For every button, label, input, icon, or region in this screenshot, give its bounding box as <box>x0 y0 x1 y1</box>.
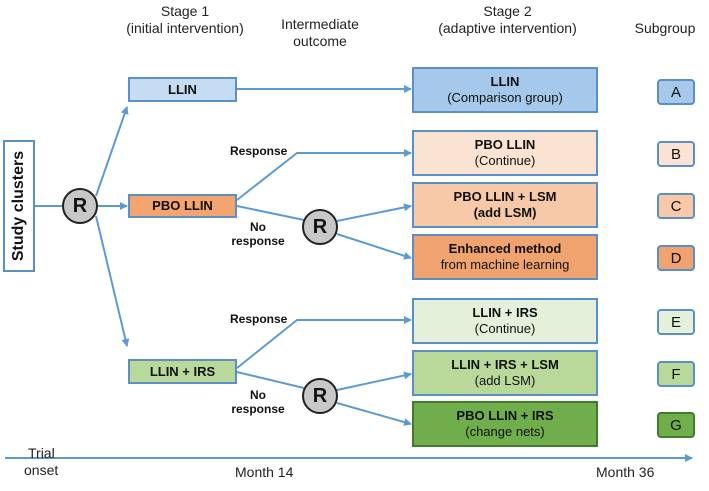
subgroup-badge-d: D <box>657 245 695 271</box>
study-clusters-label: Study clusters <box>10 150 28 262</box>
stage1-box-pbo-llin: PBO LLIN <box>128 194 237 218</box>
label-pbo-no-response: No response <box>231 220 285 248</box>
header-stage1: Stage 1(initial intervention) <box>126 3 244 36</box>
stage1-box-llin: LLIN <box>128 77 237 102</box>
timeline-month36-label: Month 36 <box>596 464 655 480</box>
label-irs-response: Response <box>230 312 288 326</box>
stage2-box-b: PBO LLIN(Continue) <box>412 130 598 176</box>
stage2-box-a: LLIN(Comparison group) <box>412 67 598 113</box>
arrow-r3-to-f <box>336 371 412 391</box>
stage1-box-llin-irs: LLIN + IRS <box>128 359 237 384</box>
arrow-irs-response-to-e <box>236 316 412 369</box>
arrow-pbo-to-r2 <box>236 205 305 221</box>
arrow-r-to-irs <box>95 215 130 347</box>
subgroup-badge-c: C <box>657 193 695 219</box>
label-irs-no-response: No response <box>231 388 285 416</box>
arrow-r2-to-d <box>336 233 412 260</box>
header-stage2: Stage 2(adaptive intervention) <box>438 3 577 36</box>
header-subgroup: Subgroup <box>634 20 696 36</box>
study-clusters-box: Study clusters <box>3 140 35 272</box>
subgroup-badge-f: F <box>657 361 695 387</box>
randomization-node-pbo: R <box>302 209 338 245</box>
stage2-box-g: PBO LLIN + IRS(change nets) <box>412 401 598 447</box>
timeline-month14-label: Month 14 <box>235 464 294 480</box>
randomization-node-irs: R <box>302 378 338 414</box>
stage2-box-f: LLIN + IRS + LSM(add LSM) <box>412 350 598 396</box>
arrow-r-to-llin <box>95 106 129 197</box>
arrow-r2-to-c <box>336 203 412 222</box>
subgroup-badge-g: G <box>657 412 695 438</box>
arrow-pbo-response-to-b <box>236 149 412 201</box>
label-pbo-response: Response <box>230 144 288 158</box>
stage2-box-c: PBO LLIN + LSM(add LSM) <box>412 182 598 228</box>
arrow-irs-to-r3 <box>236 371 305 389</box>
arrow-r3-to-g <box>336 402 412 426</box>
randomization-node-main: R <box>62 188 98 224</box>
timeline-onset-label: Trial onset <box>24 445 59 478</box>
stage2-box-e: LLIN + IRS(Continue) <box>412 298 598 344</box>
subgroup-badge-a: A <box>657 79 695 105</box>
subgroup-badge-e: E <box>657 309 695 335</box>
subgroup-badge-b: B <box>657 141 695 167</box>
